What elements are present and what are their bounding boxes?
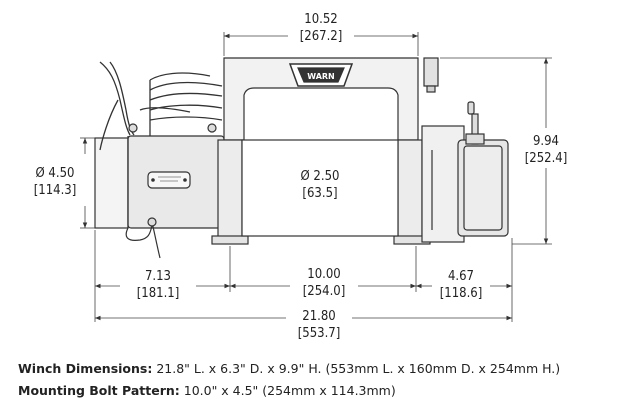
overall-length-mm: [553.7] [298, 326, 341, 341]
bolt-spacing-in: 10.00 [307, 267, 340, 282]
bolt-pattern-label: Mounting Bolt Pattern: [18, 383, 180, 398]
winch-dimensions-label: Winch Dimensions: [18, 361, 153, 376]
warn-logo: WARN [288, 63, 354, 87]
bolt-pattern-caption: Mounting Bolt Pattern: 10.0" x 4.5" (254… [18, 383, 396, 398]
right-section-in: 4.67 [448, 269, 474, 284]
bolt-pattern-value: 10.0" x 4.5" (254mm x 114.3mm) [183, 383, 396, 398]
drum-width-in: 10.52 [304, 12, 337, 27]
tie-bar-frame [223, 57, 419, 141]
winch-dimensions-caption: Winch Dimensions: 21.8" L. x 6.3" D. x 9… [18, 361, 560, 376]
winch-dimensions-value: 21.8" L. x 6.3" D. x 9.9" H. (553mm L. x… [156, 361, 561, 376]
clutch-lever [465, 101, 485, 145]
overall-height-in: 9.94 [533, 134, 559, 149]
power-cables [99, 61, 223, 151]
overall-height-mm: [252.4] [525, 151, 568, 166]
drum-width-mm: [267.2] [300, 29, 343, 44]
cable-drum [241, 139, 399, 237]
drum-diameter-mm: [63.5] [302, 186, 337, 201]
drum-diameter-in: Ø 2.50 [301, 169, 340, 184]
svg-text:WARN: WARN [307, 72, 335, 81]
winch-body: WARN [94, 57, 509, 259]
bolt-spacing-mm: [254.0] [303, 284, 346, 299]
overall-length-in: 21.80 [302, 309, 335, 324]
dimension-labels: 10.52 [267.2] 9.94 [252.4] Ø 4.50 [114.3… [34, 12, 568, 341]
motor-label-plate [147, 171, 191, 189]
motor-housing [94, 137, 129, 229]
left-section-mm: [181.1] [137, 286, 180, 301]
motor-diameter-mm: [114.3] [34, 183, 77, 198]
right-section-mm: [118.6] [440, 286, 483, 301]
left-section-in: 7.13 [145, 269, 171, 284]
winch-dimension-drawing: WARN [34, 12, 568, 341]
motor-diameter-in: Ø 4.50 [36, 166, 75, 181]
